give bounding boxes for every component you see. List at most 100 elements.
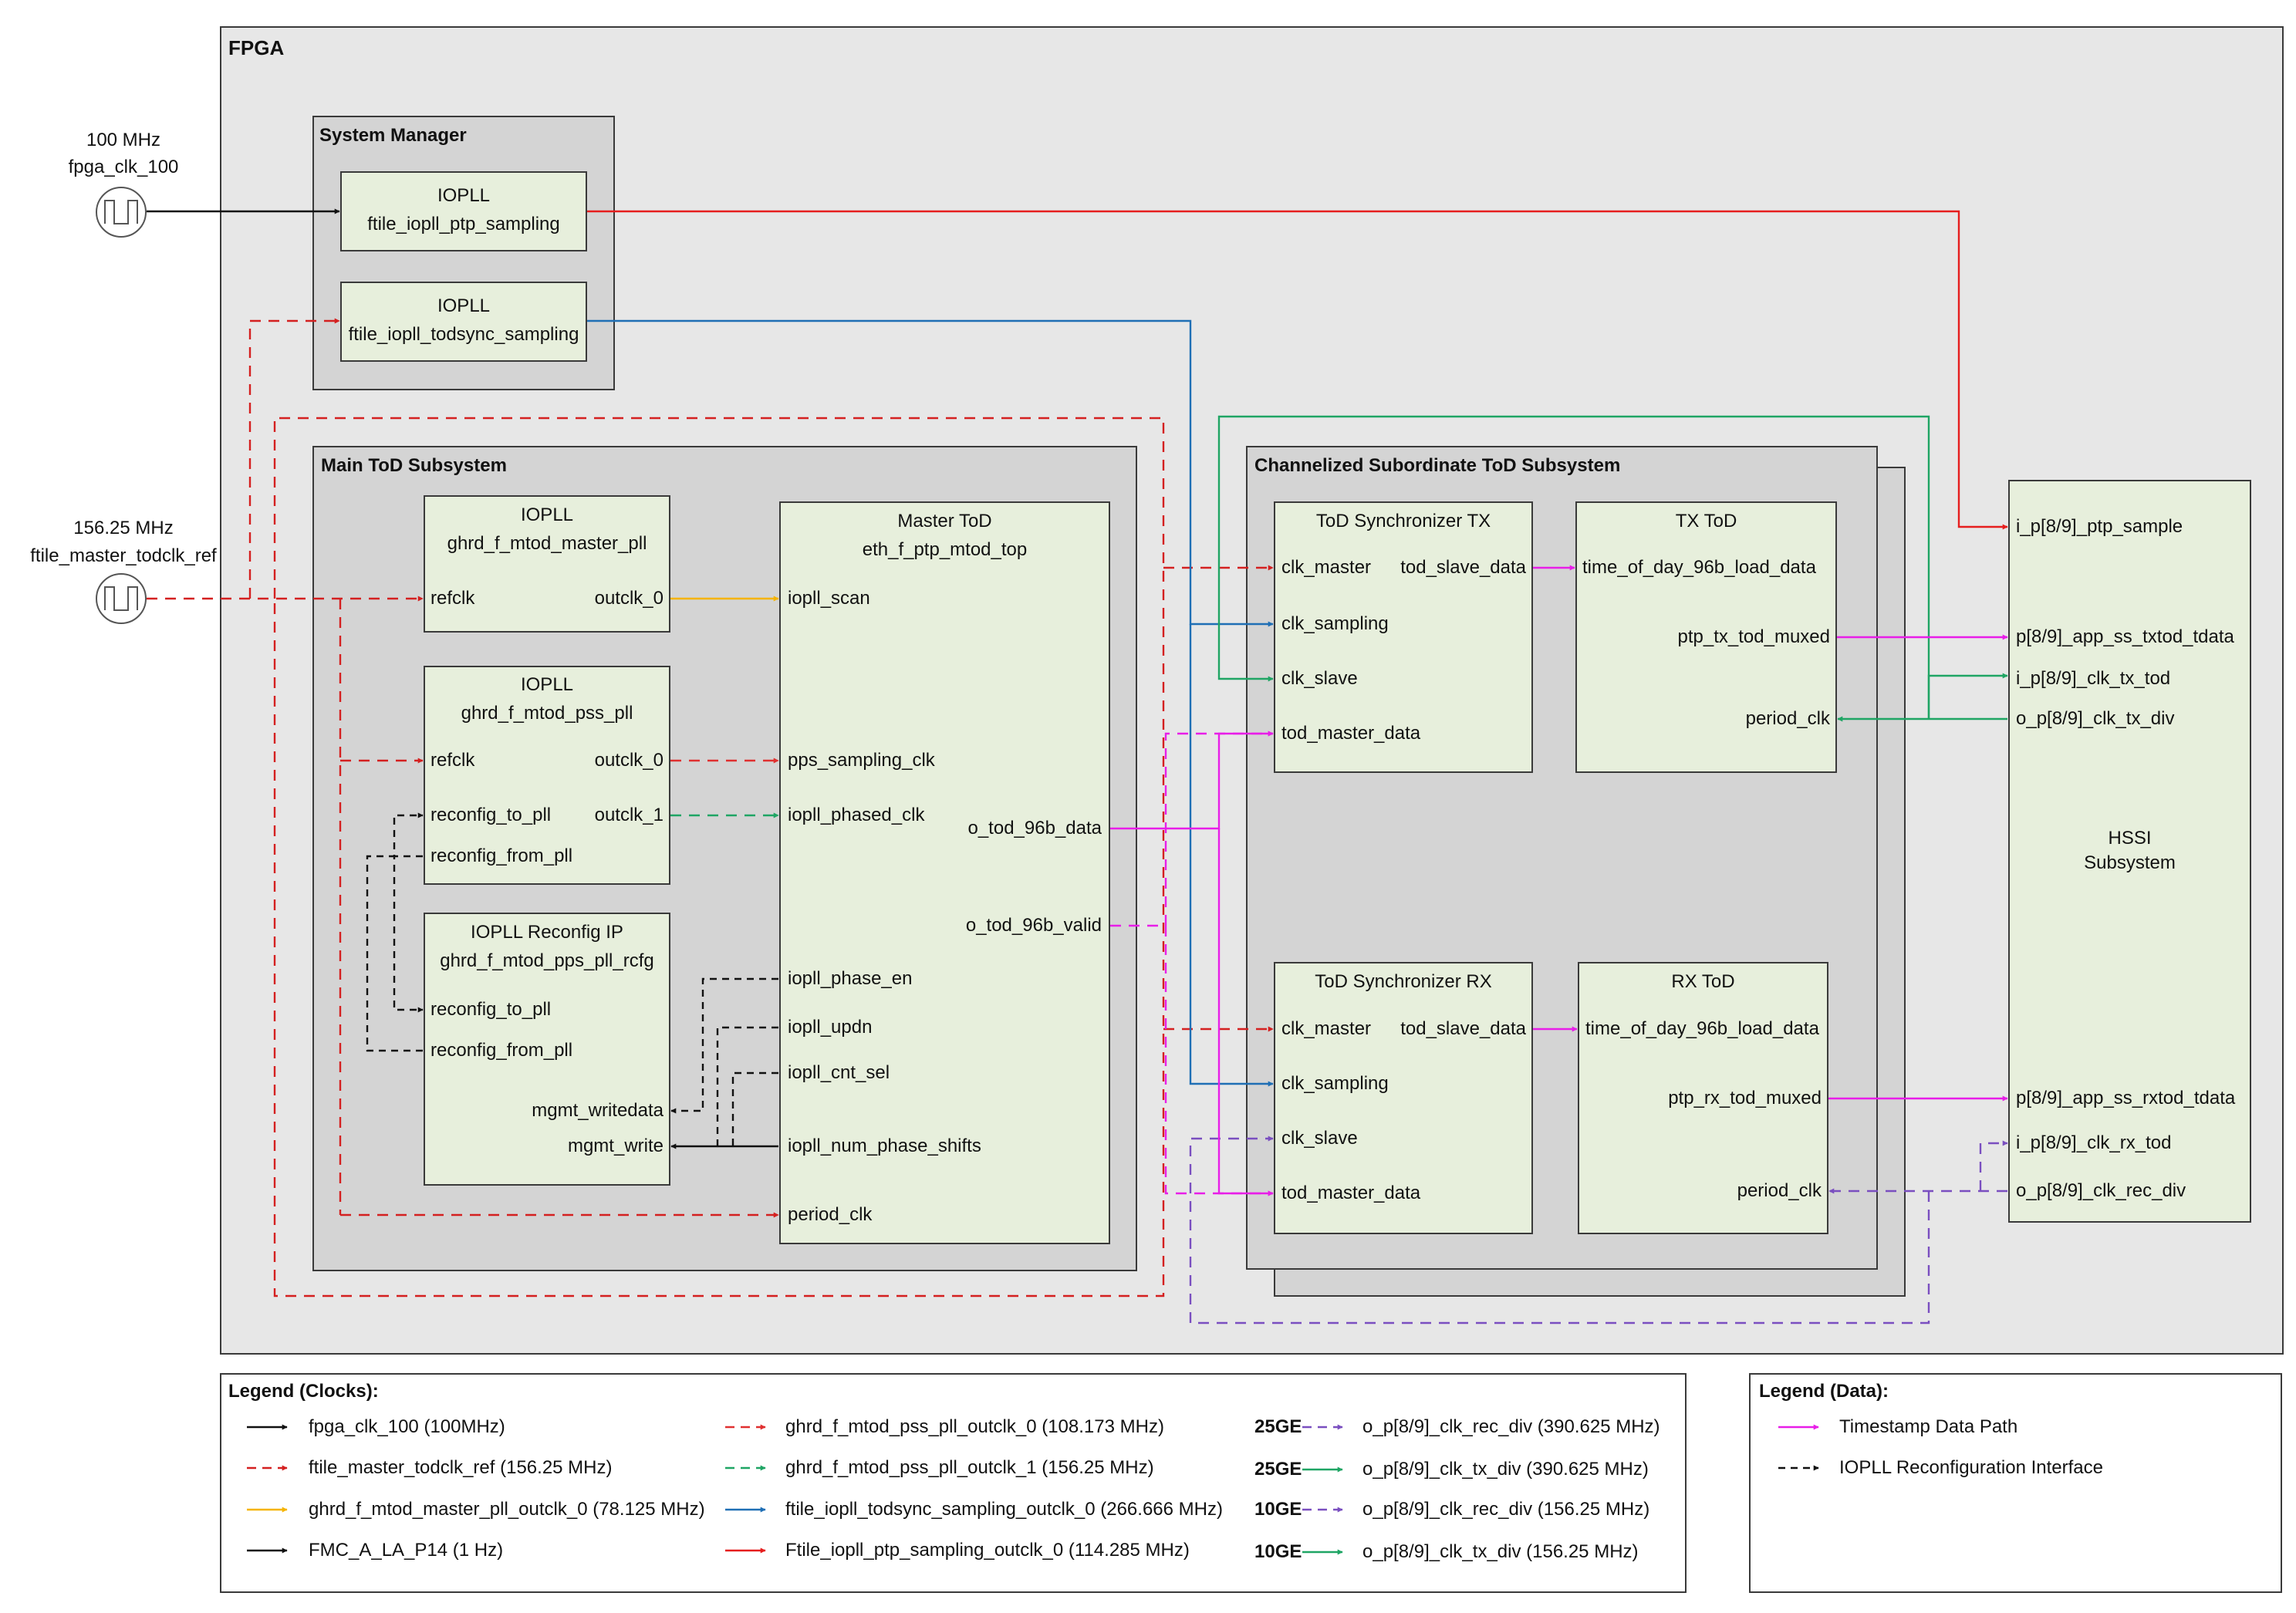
block-type: IOPLL — [520, 504, 574, 525]
wire-clk-rec-div — [1189, 1136, 1930, 1324]
block-type: Master ToD — [897, 511, 992, 531]
port-label: clk_slave — [1281, 1128, 1358, 1149]
sync-rx-block — [1274, 962, 1533, 1234]
hssi-port: i_p[8/9]_ptp_sample — [2016, 516, 2183, 537]
hssi-port: o_p[8/9]_clk_tx_div — [2016, 708, 2175, 729]
legend-label: ghrd_f_mtod_master_pll_outclk_0 (78.125 … — [309, 1499, 705, 1520]
wire-ptp-sampling — [587, 210, 2008, 530]
wire-reconfig — [393, 855, 424, 1013]
port-label: o_tod_96b_data — [967, 818, 1102, 839]
port-label: outclk_1 — [594, 805, 663, 825]
legend-tag: 25GE — [1254, 1416, 1302, 1437]
wire-tod-96b-valid — [1110, 731, 1274, 927]
port-label: reconfig_to_pll — [430, 999, 552, 1020]
legend-clocks-title: Legend (Clocks): — [228, 1381, 379, 1402]
pss-pll-block — [424, 666, 670, 885]
port-label: iopll_num_phase_shifts — [788, 1136, 981, 1156]
wire-reconfig — [366, 812, 424, 1052]
tx-tod-block — [1575, 501, 1837, 773]
port-label: clk_master — [1281, 557, 1372, 578]
master-tod-block — [779, 501, 1110, 1244]
hssi-subsystem — [2008, 480, 2251, 1223]
block-name: eth_f_ptp_mtod_top — [862, 539, 1028, 560]
hssi-port: o_p[8/9]_clk_rec_div — [2016, 1180, 2186, 1201]
legend-label: Ftile_iopll_ptp_sampling_outclk_0 (114.2… — [785, 1540, 1190, 1561]
port-label: clk_slave — [1281, 668, 1358, 689]
legend-data — [1749, 1373, 2282, 1593]
port-label: iopll_phase_en — [788, 968, 913, 989]
clock-source-freq: 156.25 MHz — [73, 518, 174, 538]
legend-label: o_p[8/9]_clk_tx_div (390.625 MHz) — [1362, 1459, 1649, 1480]
block-type: IOPLL — [437, 185, 491, 206]
block-title: ToD Synchronizer TX — [1315, 511, 1491, 531]
rx-tod-block — [1578, 962, 1828, 1234]
port-label: tod_slave_data — [1400, 1018, 1526, 1039]
port-label: mgmt_writedata — [532, 1100, 663, 1121]
port-label: tod_master_data — [1281, 1183, 1421, 1203]
legend-label: ftile_iopll_todsync_sampling_outclk_0 (2… — [785, 1499, 1223, 1520]
legend-label: ghrd_f_mtod_pss_pll_outclk_1 (156.25 MHz… — [785, 1457, 1154, 1478]
clock-source-freq: 100 MHz — [86, 130, 161, 150]
block-name: ghrd_f_mtod_master_pll — [447, 533, 647, 554]
wire-tod-96b-data — [1110, 731, 1274, 830]
block-name: ftile_iopll_todsync_sampling — [348, 324, 579, 345]
port-label: o_tod_96b_valid — [965, 915, 1102, 936]
iopll-todsync-sampling — [340, 282, 587, 362]
port-label: ptp_rx_tod_muxed — [1668, 1088, 1822, 1109]
port-label: clk_sampling — [1281, 613, 1389, 634]
legend-label: ftile_master_todclk_ref (156.25 MHz) — [309, 1457, 613, 1478]
block-title: ToD Synchronizer RX — [1315, 971, 1492, 992]
port-label: pps_sampling_clk — [788, 750, 935, 771]
block-title: RX ToD — [1671, 971, 1735, 992]
fpga-label: FPGA — [228, 36, 285, 59]
port-label: refclk — [430, 750, 475, 771]
block-name: ghrd_f_mtod_pps_pll_rcfg — [440, 950, 654, 971]
block-name: ghrd_f_mtod_pss_pll — [461, 703, 633, 724]
wire-reconfig — [670, 977, 778, 1114]
sync-tx-block — [1274, 501, 1533, 773]
port-label: time_of_day_96b_load_data — [1582, 557, 1816, 578]
wire-reconfig — [716, 1026, 778, 1146]
block-name: ftile_iopll_ptp_sampling — [367, 214, 560, 235]
port-label: reconfig_to_pll — [430, 805, 552, 825]
wire-reconfig — [731, 1071, 778, 1146]
legend-label: IOPLL Reconfiguration Interface — [1839, 1457, 2103, 1478]
legend-data-title: Legend (Data): — [1759, 1381, 1889, 1402]
block-type: IOPLL Reconfig IP — [471, 922, 623, 943]
port-label: outclk_0 — [594, 588, 663, 609]
system-manager-title: System Manager — [319, 125, 467, 146]
port-label: outclk_0 — [594, 750, 663, 771]
iopll-ptp-sampling — [340, 171, 587, 251]
port-label: clk_master — [1281, 1018, 1372, 1039]
chan-sub-title: Channelized Subordinate ToD Subsystem — [1254, 455, 1621, 476]
clock-source-name: fpga_clk_100 — [68, 157, 179, 177]
hssi-title: HSSI — [2108, 828, 2152, 849]
legend-label: o_p[8/9]_clk_rec_div (390.625 MHz) — [1362, 1416, 1660, 1437]
block-title: TX ToD — [1675, 511, 1737, 531]
port-label: tod_master_data — [1281, 723, 1421, 744]
port-label: period_clk — [1745, 708, 1830, 729]
legend-clocks — [220, 1373, 1687, 1593]
port-label: iopll_cnt_sel — [788, 1062, 890, 1083]
wire-tod-96b-valid — [1164, 926, 1274, 1196]
hssi-port: i_p[8/9]_clk_tx_tod — [2016, 668, 2171, 689]
port-label: mgmt_write — [567, 1136, 663, 1156]
legend-label: ghrd_f_mtod_pss_pll_outclk_0 (108.173 MH… — [785, 1416, 1164, 1437]
main-tod-title: Main ToD Subsystem — [321, 455, 507, 476]
block-type: IOPLL — [437, 295, 491, 316]
oscillator-icon — [96, 573, 147, 624]
port-label: refclk — [430, 588, 475, 609]
port-label: period_clk — [788, 1204, 873, 1225]
wire-clk-rec-div — [1979, 1140, 2008, 1191]
legend-label: o_p[8/9]_clk_tx_div (156.25 MHz) — [1362, 1541, 1639, 1562]
port-label: clk_sampling — [1281, 1073, 1389, 1094]
wire-tod-96b-data — [1217, 828, 1274, 1196]
hssi-port: p[8/9]_app_ss_rxtod_tdata — [2016, 1088, 2236, 1109]
port-label: period_clk — [1737, 1180, 1822, 1201]
legend-tag: 25GE — [1254, 1459, 1302, 1480]
oscillator-icon — [96, 187, 147, 238]
wire-todsync-sampling — [1189, 624, 1274, 1087]
clock-source-name: ftile_master_todclk_ref — [30, 545, 217, 566]
wire-clk-tx-div — [1927, 673, 2008, 719]
